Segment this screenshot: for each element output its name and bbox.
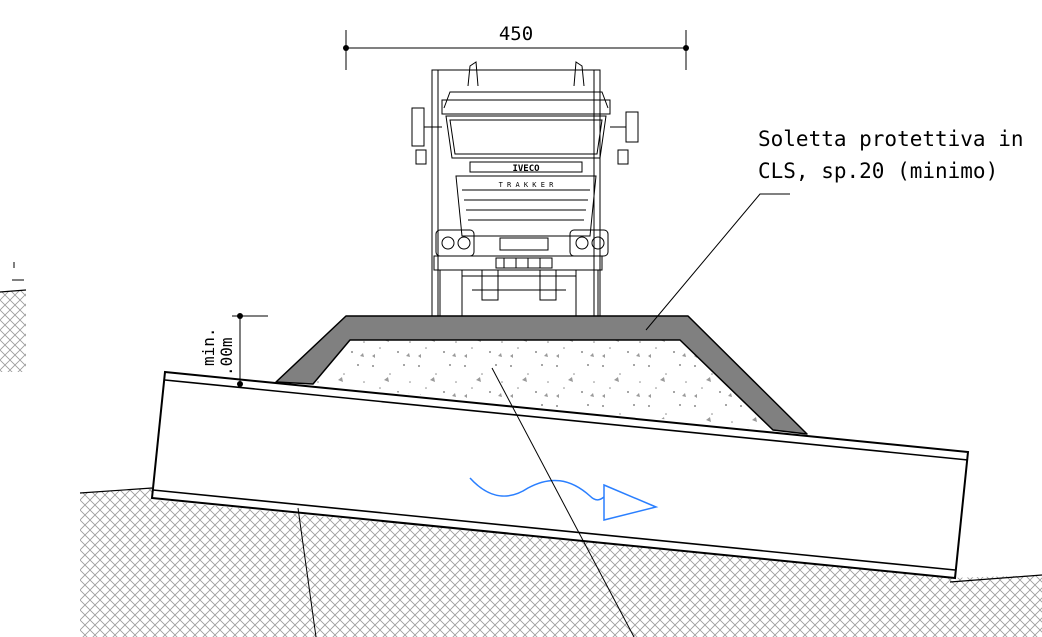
concrete-fill (313, 340, 773, 430)
leader-lines (297, 193, 790, 637)
truck-brand-label: IVECO (512, 164, 540, 174)
clearance-label-line2: .00m (217, 337, 236, 376)
truck-model-label: T R A K K E R (499, 181, 555, 189)
width-dimension (343, 30, 689, 70)
callout-text-line1: Soletta protettiva in (758, 127, 1024, 151)
clearance-dimension (232, 313, 268, 387)
left-ground (0, 262, 27, 372)
flow-arrow-icon (469, 477, 659, 521)
width-dimension-label: 450 (499, 23, 533, 45)
truck-icon (411, 61, 639, 317)
clearance-label-line1: min. (199, 327, 218, 366)
callout-text-line2: CLS, sp.20 (minimo) (758, 159, 998, 183)
ground-section (79, 487, 1042, 637)
culvert-box (150, 370, 970, 580)
